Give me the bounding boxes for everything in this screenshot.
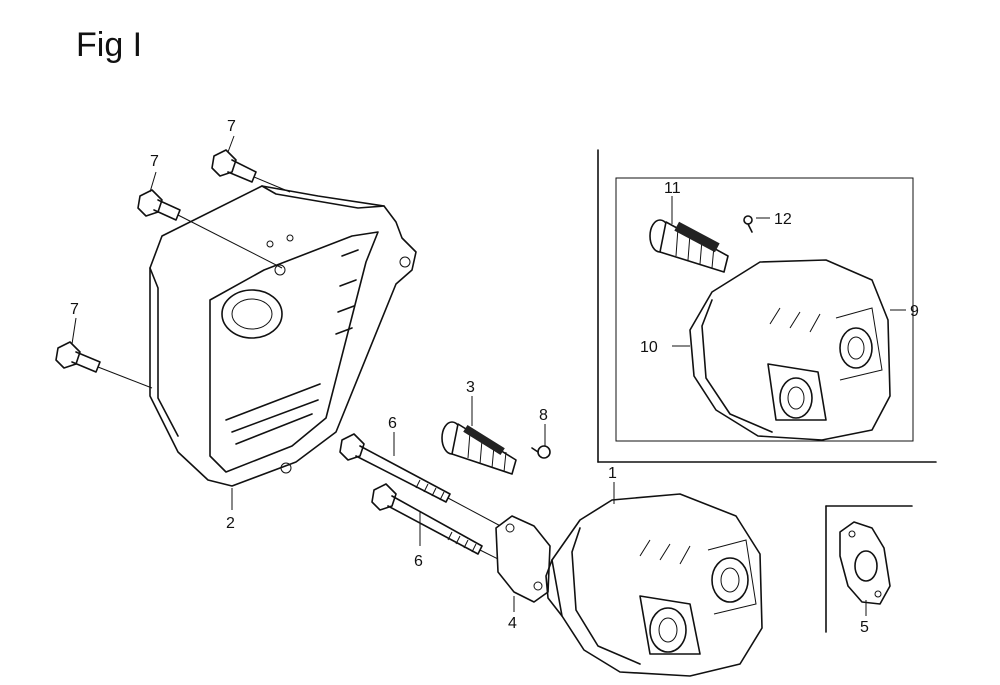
callout-muffler: 1 <box>608 465 617 482</box>
callout-gasket-inset: 5 <box>860 619 869 636</box>
tapping-screw <box>531 445 551 459</box>
callout-bolt-left: 7 <box>70 301 79 318</box>
callout-long-bolt-lower: 6 <box>414 553 423 570</box>
callout-gasket-muffler: 4 <box>508 615 517 632</box>
callout-protector: 2 <box>226 515 235 532</box>
callout-inset-assembly: 9 <box>910 303 919 320</box>
inset-screw <box>743 215 753 233</box>
leader-lines <box>71 135 906 616</box>
figure-title: Fig I <box>76 26 143 64</box>
callout-inset-screen: 11 <box>664 180 681 197</box>
callout-screen-arrester: 3 <box>466 379 475 396</box>
flange-bolt-left <box>55 341 153 389</box>
callout-long-bolt-upper: 6 <box>388 415 397 432</box>
inset-muffler <box>689 259 891 441</box>
callout-bolt-top: 7 <box>227 118 236 135</box>
spark-arrester-screen <box>441 421 517 475</box>
muffler-protector <box>149 185 417 487</box>
inset-arrester-screen <box>649 219 729 273</box>
exhaust-gasket <box>839 521 891 605</box>
inset-frame-inner <box>615 177 914 442</box>
inset-frame-outer <box>597 149 937 463</box>
muffler-gasket <box>495 515 551 603</box>
muffler <box>545 493 763 677</box>
callout-inset-screw: 12 <box>774 211 792 228</box>
callout-inset-muffler: 10 <box>640 339 658 356</box>
callout-bolt-upper-left: 7 <box>150 153 159 170</box>
flange-bolt-upper-left <box>137 189 283 269</box>
long-bolt-upper <box>339 433 509 531</box>
callout-screw-small: 8 <box>539 407 548 424</box>
gasket-frame <box>825 505 913 633</box>
flange-bolt-top <box>211 149 291 193</box>
